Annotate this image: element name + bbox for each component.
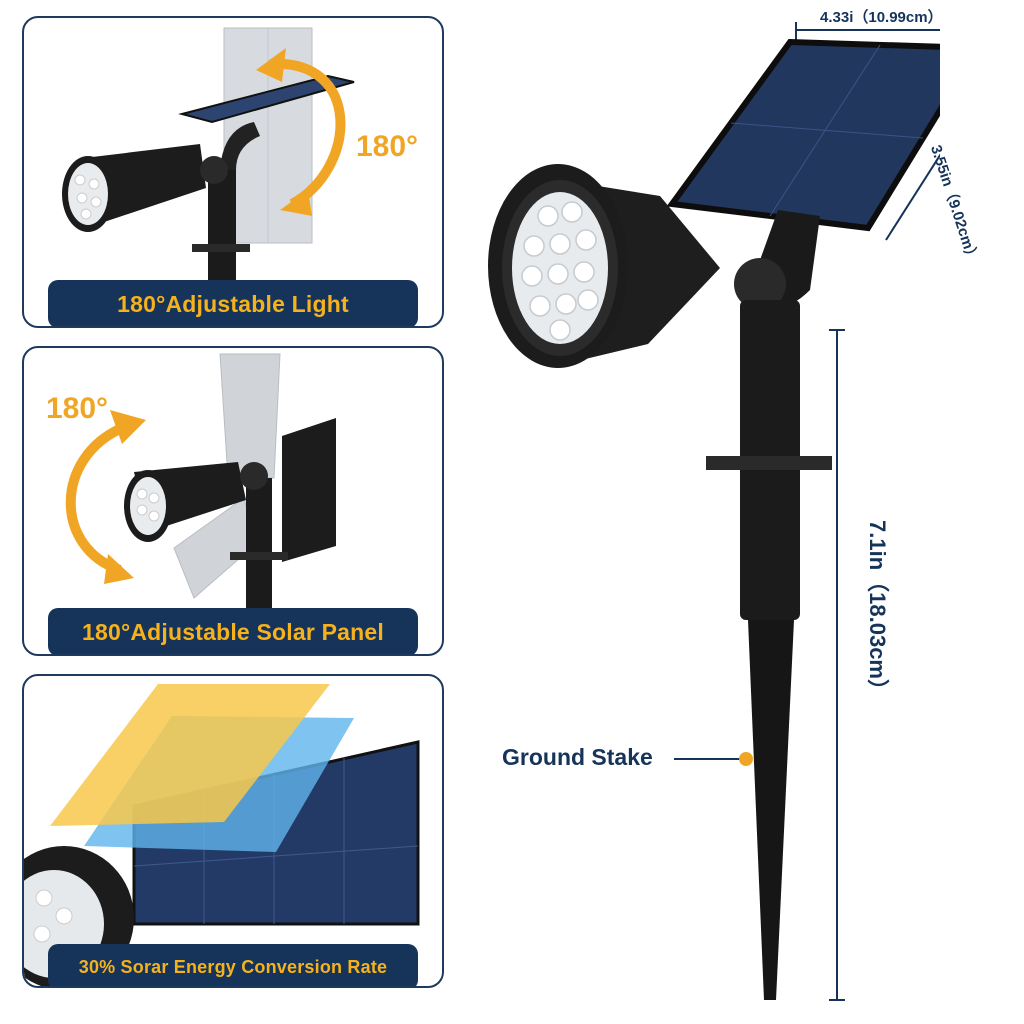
caption-energy-conversion: 30% Sorar Energy Conversion Rate	[48, 944, 418, 986]
light-layer-yellow	[50, 684, 330, 826]
spotlight-body	[84, 144, 206, 224]
rotation-arrow-icon	[269, 58, 346, 209]
caption-adjustable-solar-panel: 180°Adjustable Solar Panel	[48, 608, 418, 654]
adjustable-light-illustration	[62, 27, 355, 280]
dimension-line-panel-height	[885, 153, 940, 241]
feature-panel-energy-conversion: 30% Sorar Energy Conversion Rate	[22, 674, 444, 988]
rotation-arrow-icon	[65, 423, 125, 575]
solar-spotlight-product	[488, 22, 940, 1001]
dimension-length-label: 7.1in（18.03cm）	[865, 520, 890, 701]
led-face	[130, 477, 166, 535]
feature-panel-adjustable-light: 180° 180°Adjustable Light	[22, 16, 444, 328]
angle-label: 180°	[356, 130, 419, 163]
led-beads	[521, 201, 599, 341]
stake	[208, 168, 236, 280]
solar-panel-horizontal	[178, 74, 355, 124]
callout-dot	[739, 752, 753, 766]
stake	[246, 478, 272, 608]
energy-conversion-illustration	[24, 684, 420, 986]
dimension-width-label: 4.33i（10.99cm）	[820, 9, 943, 26]
ground-stake-label: Ground Stake	[502, 744, 653, 770]
adjustable-panel-illustration	[65, 353, 336, 608]
ghost-light-up	[219, 353, 281, 479]
caption-adjustable-light: 180°Adjustable Light	[48, 280, 418, 326]
angle-label: 180°	[46, 392, 109, 425]
solar-panel	[666, 38, 940, 232]
solar-panel-vertical	[282, 418, 336, 562]
ground-stake	[748, 620, 794, 1000]
feature-panel-adjustable-solar-panel: 180° 180°Adjustable Solar Panel	[22, 346, 444, 656]
